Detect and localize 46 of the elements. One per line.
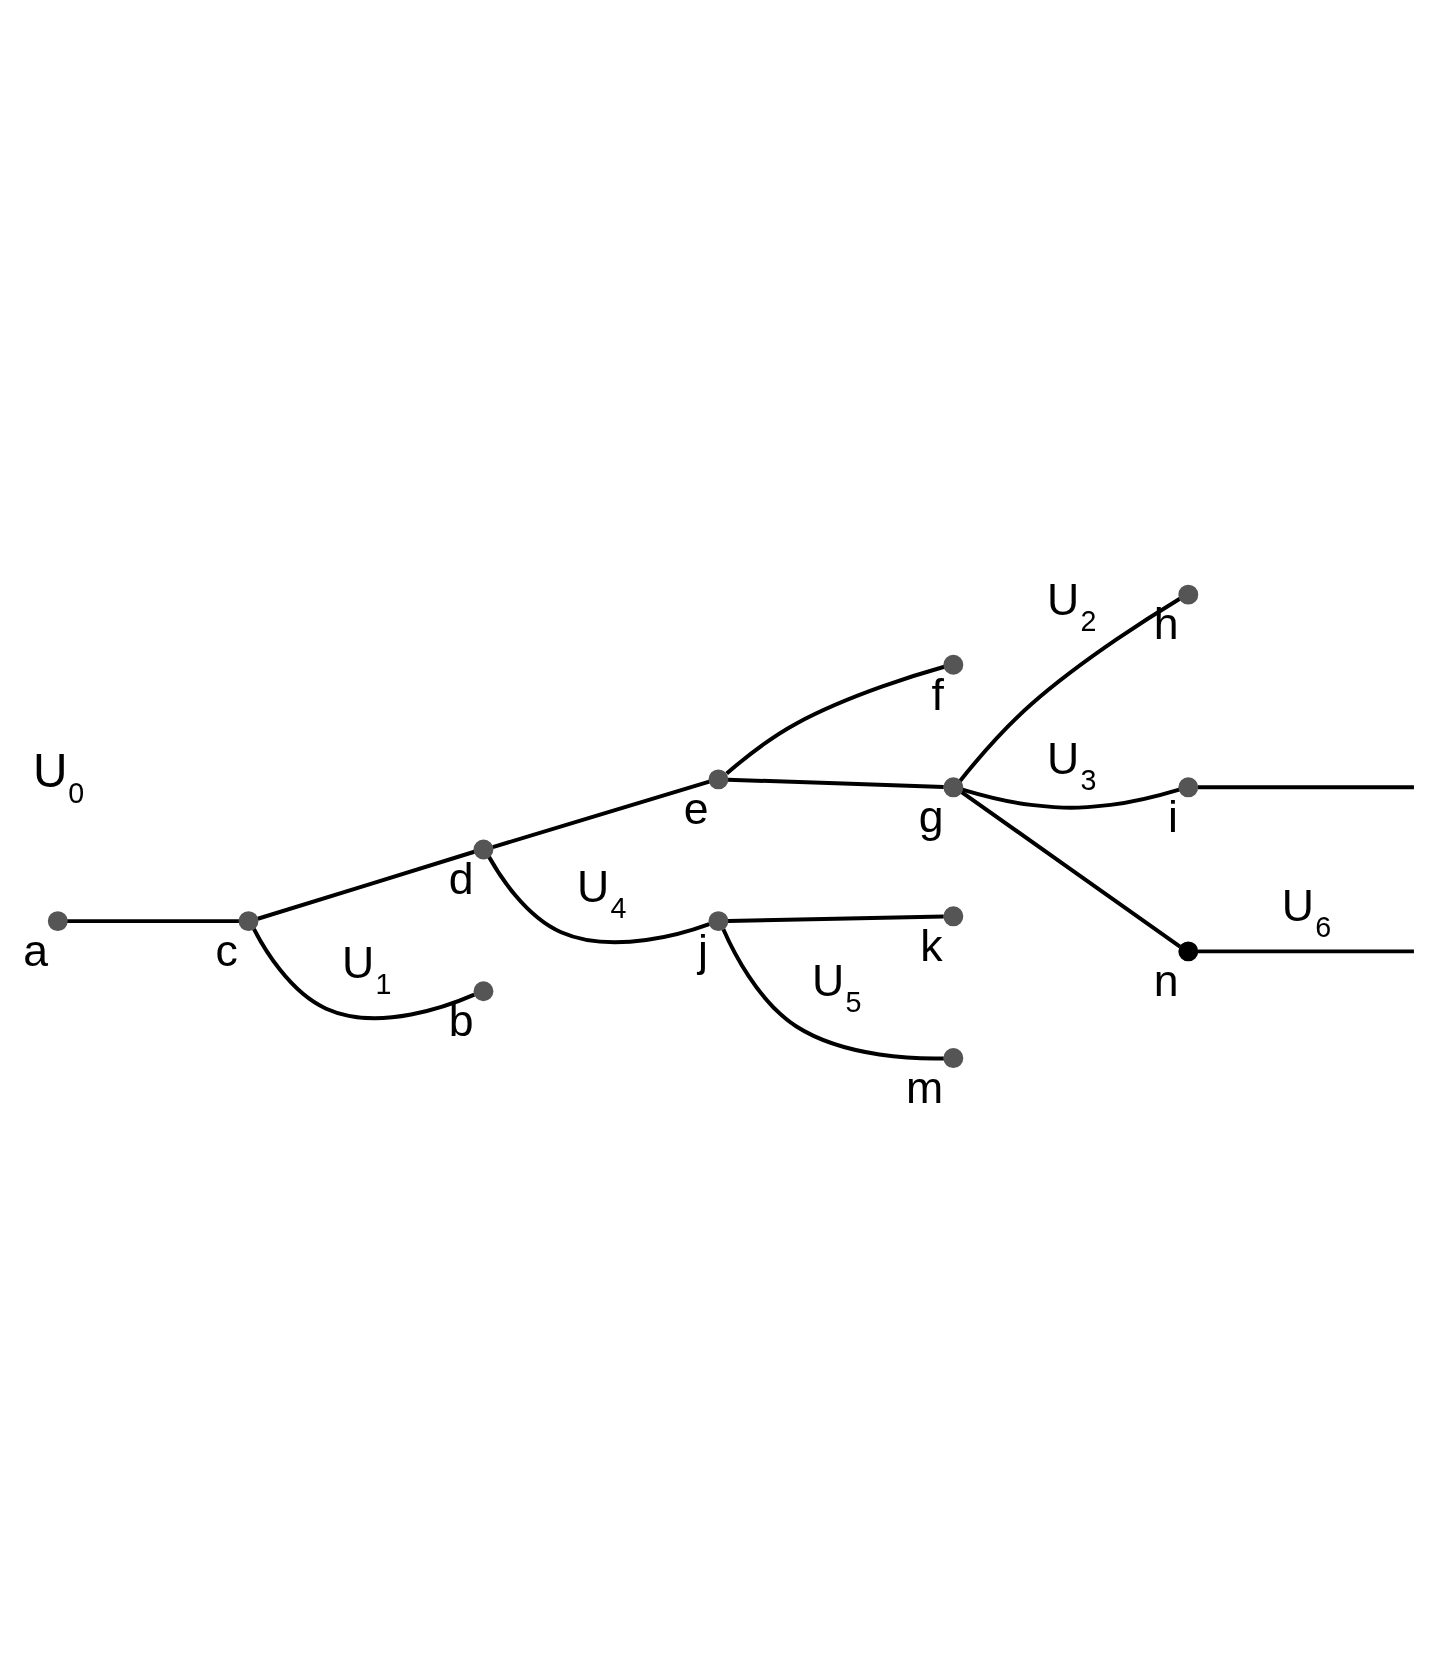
edge-label: U$_{5}$: [811, 955, 862, 1018]
node-label: f: [931, 669, 944, 719]
node-circle: [473, 980, 494, 1001]
connector: [66, 918, 240, 923]
node-label: k: [920, 920, 943, 970]
node-circle: [238, 910, 259, 931]
node-circle: [47, 910, 68, 931]
edge-label: U$_{6}$: [1281, 880, 1332, 943]
node-label: g: [918, 791, 944, 841]
connector: [252, 927, 476, 1020]
node-circle: [1178, 940, 1199, 961]
node-circle: [943, 905, 964, 926]
node-label: e: [683, 783, 709, 833]
connector: [727, 777, 944, 789]
connector: [492, 779, 710, 849]
connector: [257, 849, 475, 921]
node-label: j: [698, 925, 708, 975]
edge-label: U$_{1}$: [342, 937, 392, 1000]
edge-label: U$_{2}$: [1046, 574, 1097, 637]
connector: [958, 596, 1181, 782]
label: U$_{0}$: [33, 743, 85, 809]
node-label: d: [448, 853, 474, 903]
connector: [1197, 784, 1414, 789]
edge-label: U$_{4}$: [577, 861, 627, 924]
node-circle: [1178, 584, 1199, 605]
node-label: i: [1167, 791, 1178, 841]
node-circle: [708, 910, 729, 931]
node-label: c: [215, 925, 238, 975]
node-circle: [943, 654, 964, 675]
node-label: m: [905, 1062, 944, 1112]
node-label: a: [23, 925, 48, 975]
connector: [487, 855, 710, 944]
edge-label: U$_{3}$: [1046, 733, 1097, 796]
node-circle: [708, 768, 729, 789]
node-circle: [1178, 776, 1199, 797]
node-circle: [943, 1047, 964, 1068]
node-label: b: [448, 995, 474, 1045]
connector: [727, 914, 944, 923]
node-label: n: [1153, 955, 1179, 1005]
connector: [961, 787, 1180, 810]
connector: [960, 789, 1182, 948]
node-circle: [943, 776, 964, 797]
connector: [725, 664, 945, 775]
connector: [1197, 948, 1414, 953]
connector: [721, 927, 944, 1060]
node-circle: [473, 839, 494, 859]
